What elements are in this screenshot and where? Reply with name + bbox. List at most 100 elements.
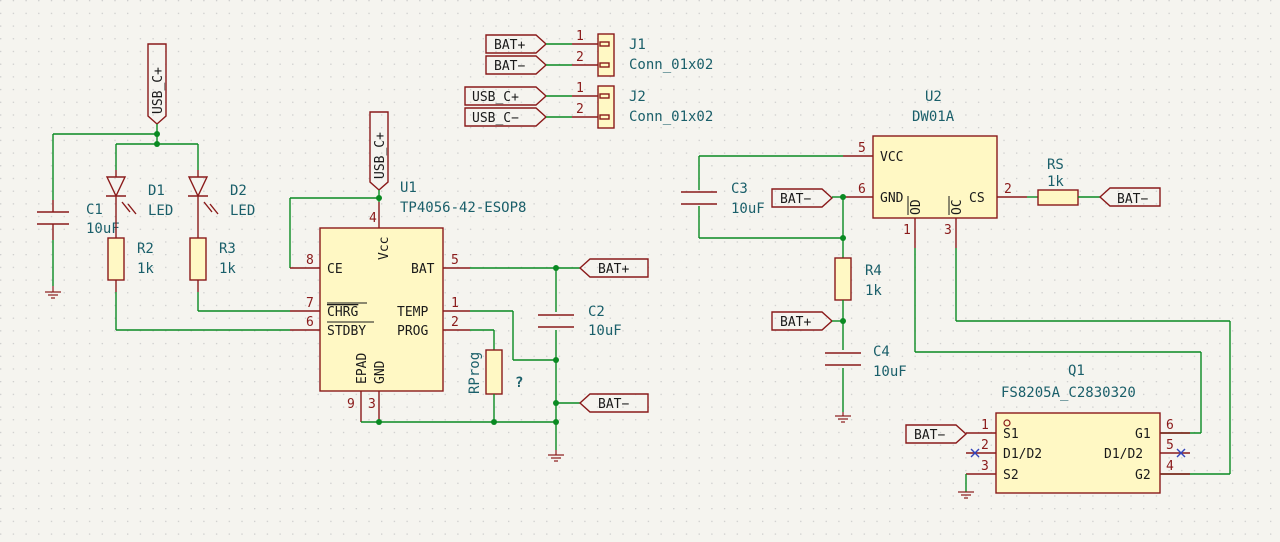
indicator-section[interactable]: USB_C+ C1 10uF (37, 43, 290, 331)
ref-designator: R3 (219, 241, 236, 257)
net-label-bat-plus[interactable]: BAT+ (494, 38, 525, 53)
pin-name-gnd: GND (373, 360, 388, 384)
resistor-rprog[interactable]: RProg ? (467, 349, 523, 395)
net-label-flag[interactable] (485, 34, 548, 54)
pin-number: 1 (981, 418, 989, 433)
resistor-r4[interactable]: R4 1k (834, 257, 882, 301)
pin-name-ce: CE (327, 262, 343, 277)
pin-number: 8 (306, 253, 314, 268)
ic-body[interactable] (995, 412, 1161, 494)
mosfet-connections[interactable]: BAT− (905, 424, 1186, 499)
net-label-bat-minus[interactable]: BAT− (780, 192, 811, 207)
net-label-usb-c-minus[interactable]: USB_C− (472, 111, 519, 126)
pin-number: 5 (858, 141, 866, 156)
ref-designator: R2 (137, 241, 154, 257)
ic-body[interactable] (872, 135, 998, 219)
connector-pin (599, 41, 610, 47)
ic-body[interactable] (319, 227, 444, 392)
component-value: 1k (865, 283, 882, 299)
no-connect-marker (1176, 448, 1186, 458)
component-value: 10uF (86, 221, 120, 237)
component-value: 1k (137, 261, 154, 277)
pin-number: 7 (306, 296, 314, 311)
led-d1[interactable]: D1 LED (105, 170, 173, 238)
connector-j1[interactable]: BAT+ BAT− 1 2 J1 Conn_01x02 (485, 29, 713, 77)
ref-designator: J2 (629, 89, 646, 105)
resistor-r2[interactable]: R2 1k (107, 237, 154, 292)
ref-designator: R4 (865, 263, 882, 279)
pin-name-chrg: CHRG (327, 305, 358, 320)
net-label-flag[interactable] (464, 107, 548, 127)
pin-number: 1 (576, 81, 584, 96)
ref-designator: RProg (467, 352, 483, 394)
charger-ic-u1[interactable]: USB_C+ 8 7 6 CE CHRG STDBY 5 1 2 BAT TEM… (289, 111, 526, 422)
capacitor-c1[interactable]: C1 10uF (37, 200, 120, 240)
capacitor-c2[interactable]: C2 10uF (538, 304, 622, 339)
component-value: DW01A (912, 109, 955, 125)
connector-body[interactable] (597, 33, 615, 77)
ref-designator: U1 (400, 180, 417, 196)
pin-name-bat: BAT (411, 262, 435, 277)
net-label-flag[interactable] (464, 86, 548, 106)
net-label-usb-c-plus[interactable]: USB_C+ (472, 90, 519, 105)
connector-pin (599, 62, 610, 68)
ref-designator: D2 (230, 183, 247, 199)
ref-designator: C2 (588, 304, 605, 320)
pin-name-s2: S2 (1003, 468, 1019, 483)
net-label-usb-c-plus[interactable]: USB_C+ (151, 67, 166, 114)
pin-number: 2 (576, 102, 584, 117)
pin-number: 1 (576, 29, 584, 44)
pin-name-od: OD (909, 199, 924, 215)
connector-body[interactable] (597, 85, 615, 129)
resistor-r3[interactable]: R3 1k (189, 237, 236, 292)
component-value: Conn_01x02 (629, 57, 713, 73)
capacitor-c3[interactable]: C3 10uF (681, 181, 765, 217)
pin-number: 2 (451, 315, 459, 330)
pin-number: 5 (1166, 438, 1174, 453)
ground-symbol (835, 412, 851, 423)
net-label-bat-minus[interactable]: BAT− (1117, 192, 1148, 207)
component-value: 1k (219, 261, 236, 277)
net-label-bat-plus[interactable]: BAT+ (780, 315, 811, 330)
component-value: 10uF (731, 201, 765, 217)
ref-designator: Q1 (1068, 363, 1085, 379)
net-label-usb-c-plus[interactable]: USB_C+ (373, 132, 388, 179)
resistor-rs[interactable]: RS 1k (1037, 157, 1079, 206)
pin-number: 5 (451, 253, 459, 268)
net-label-flag[interactable] (147, 43, 167, 125)
ground-symbol (548, 450, 564, 462)
net-label-bat-minus[interactable]: BAT− (914, 428, 945, 443)
capacitor-c4[interactable]: C4 10uF (825, 344, 907, 380)
protection-ic-u2[interactable]: 5 6 2 1 3 VCC GND CS OD OC U2 DW01A (843, 89, 1027, 248)
component-value: FS8205A_C2830320 (1001, 385, 1136, 401)
pin-number: 6 (1166, 418, 1174, 433)
pin-number: 4 (369, 211, 377, 226)
pin-number: 9 (347, 397, 355, 412)
ref-designator: D1 (148, 183, 165, 199)
connector-pin (599, 114, 610, 120)
pin-name-gnd: GND (880, 191, 904, 206)
net-label-flag[interactable] (369, 111, 389, 191)
net-label-flag[interactable] (771, 188, 834, 208)
protection-section[interactable]: C3 10uF BAT− R4 1k BAT+ C4 10uF (681, 155, 1231, 475)
net-label-bat-plus[interactable]: BAT+ (598, 262, 629, 277)
ground-symbol (45, 286, 61, 299)
mosfet-q1[interactable]: 1 2 3 6 5 4 S1 D1/D2 S2 G1 D1/D2 G2 Q1 F… (966, 363, 1190, 494)
led-d2[interactable]: D2 LED (187, 170, 255, 238)
charger-output-section[interactable]: BAT+ C2 10uF BAT− RProg ? (361, 258, 649, 462)
pin-number: 1 (903, 223, 911, 238)
connector-j2[interactable]: USB_C+ USB_C− 1 2 J2 Conn_01x02 (464, 81, 713, 129)
component-value: 10uF (873, 364, 907, 380)
pin-name-g2: G2 (1135, 468, 1151, 483)
net-label-flag[interactable] (1098, 187, 1161, 207)
net-label-flag[interactable] (905, 424, 968, 444)
net-label-bat-minus[interactable]: BAT− (598, 397, 629, 412)
net-label-flag[interactable] (771, 311, 834, 331)
net-label-flag[interactable] (485, 55, 548, 75)
pin-number: 2 (981, 438, 989, 453)
net-label-flag[interactable] (578, 393, 649, 413)
pin-name-d1d2: D1/D2 (1003, 447, 1042, 462)
net-label-bat-minus[interactable]: BAT− (494, 59, 525, 74)
net-label-flag[interactable] (578, 258, 649, 278)
